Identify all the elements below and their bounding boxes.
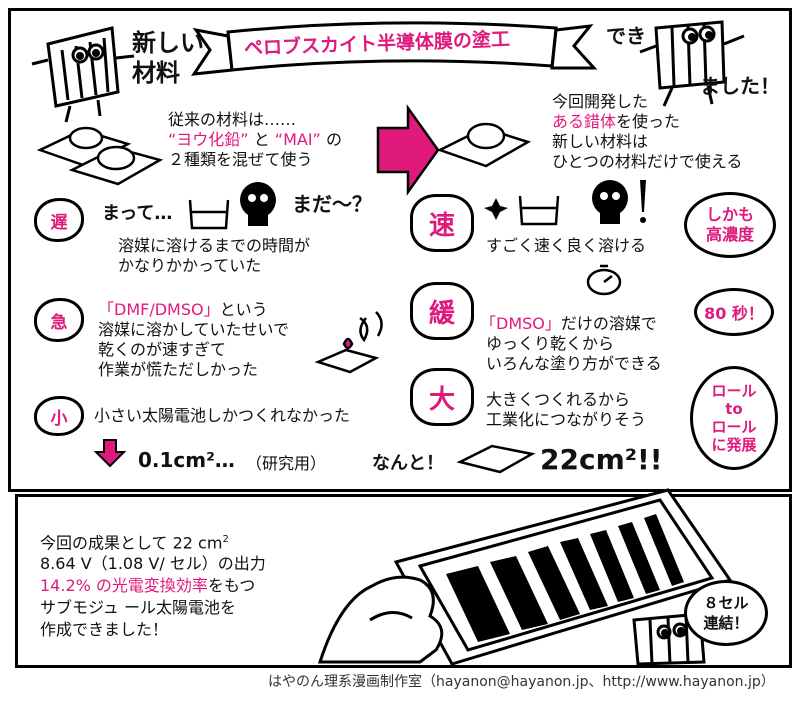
arrow-right-icon	[376, 104, 440, 196]
bottom-line1: 今回の成果として 22 cm2	[40, 530, 229, 553]
badge-fast: 速	[410, 194, 474, 252]
header-right-top: でき	[606, 24, 646, 48]
intro-after-pink: ある錯体	[552, 112, 617, 131]
rush-solvent: 「DMF/DMSO」	[98, 300, 220, 319]
badge-rush: 急	[34, 298, 84, 342]
intro-before-and: と	[253, 130, 270, 149]
tag-8-cells: ８セル 連結！	[684, 580, 768, 646]
beaker-right-icon	[518, 195, 560, 226]
gentle-text: ゆっくり乾くから いろんな塗り方ができる	[486, 334, 662, 373]
intro-before-no: の	[325, 130, 342, 149]
character-right-icon	[639, 20, 745, 107]
bottom-line2: 8.64 V（1.08 V/ セル）の出力	[40, 554, 266, 573]
bottom-line1-sup: 2	[222, 534, 229, 545]
slow-text: 溶媒に溶けるまでの時間が かなりかかっていた	[118, 236, 311, 275]
result-size: 22cm²!!	[540, 443, 663, 476]
credit-line: はやのん理系漫画制作室（hayanon@hayanon.jp、http://ww…	[268, 674, 775, 690]
intro-before-line3: ２種類を混ぜて使う	[168, 150, 313, 169]
result-sfx: なんと！	[372, 453, 444, 474]
badge-gentle: 緩	[410, 282, 474, 340]
bottom-efficiency: 14.2% の光電変換効率	[40, 576, 208, 595]
sparkle-icon	[484, 198, 508, 220]
gentle-solvent: 「DMSO」	[480, 314, 561, 333]
sfx-wait: まって…	[102, 203, 173, 224]
skull-right-icon	[592, 180, 646, 224]
badge-large: 大	[410, 368, 474, 426]
intro-before-line1: 従来の材料は……	[168, 110, 297, 129]
large-text: 大きくつくれるから 工業化につながりそう	[486, 390, 647, 429]
rush-rest: という	[219, 300, 268, 319]
arrow-down-icon	[93, 439, 127, 468]
intro-before-q2: “MAI”	[274, 130, 321, 149]
bottom-line5: 作成できました！	[40, 620, 169, 639]
badge-slow: 遅	[34, 198, 84, 242]
intro-after-line1: 今回開発した	[552, 92, 649, 111]
material-plates-icon	[36, 126, 164, 186]
character-bottom-icon	[632, 612, 706, 666]
burning-plate-icon	[314, 311, 383, 374]
gentle-line1: 「DMSO」だけの溶媒で	[480, 314, 657, 334]
small-text: 小さい太陽電池しかつくれなかった	[94, 406, 351, 425]
intro-after-line3: 新しい材料は	[552, 132, 649, 151]
bottom-line4: サブモジュ ール太陽電池を	[40, 598, 236, 617]
large-plate-icon	[456, 444, 536, 474]
rush-text: 溶媒に溶かしていたせいで 乾くのが速すぎて 作業が慌ただしかった	[98, 320, 290, 379]
tag-roll-to-roll: ロール to ロール に発展	[690, 366, 778, 470]
stopwatch-icon	[586, 264, 622, 296]
small-note: （研究用）	[246, 454, 327, 473]
bottom-line3: 14.2% の光電変換効率をもつ	[40, 576, 255, 596]
bottom-line1-text: 今回の成果として 22 cm	[40, 533, 223, 553]
small-size: 0.1cm²…	[138, 448, 235, 472]
tag-high-concentration: しかも 高濃度	[684, 192, 776, 258]
title-ribbon-icon	[190, 21, 598, 76]
intro-before-q1: “ヨウ化鉛”	[168, 130, 249, 149]
skull-icon	[240, 182, 276, 226]
fast-text: すごく速く良く溶ける	[486, 236, 647, 255]
intro-after-rest: を使った	[616, 112, 681, 131]
header-left-label: 新しい 材料	[132, 29, 204, 87]
intro-after-line4: ひとつの材料だけで使える	[552, 152, 743, 171]
hand-icon	[317, 575, 444, 664]
tag-80-seconds: 80 秒！	[694, 288, 774, 336]
new-material-plate-icon	[436, 122, 532, 168]
badge-small: 小	[34, 396, 84, 436]
rush-line1: 「DMF/DMSO」という	[98, 300, 268, 320]
bottom-line3-rest: をもつ	[207, 576, 256, 595]
gentle-rest: だけの溶媒で	[560, 314, 657, 333]
character-left-icon	[31, 26, 135, 123]
header-right-bottom: ました！	[700, 74, 780, 98]
intro-before-line2: “ヨウ化鉛” と “MAI” の	[168, 130, 342, 150]
sfx-still: まだ〜？	[292, 192, 372, 216]
intro-after-line2: ある錯体を使った	[552, 112, 680, 132]
beaker-icon	[188, 199, 230, 230]
